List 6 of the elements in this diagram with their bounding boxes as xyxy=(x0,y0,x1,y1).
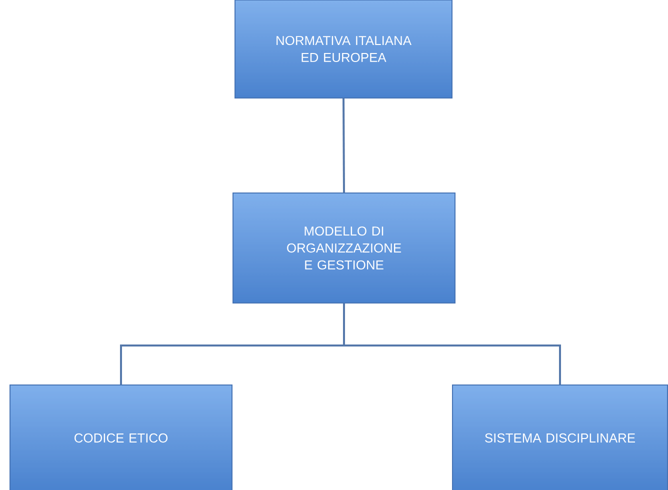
connector-line xyxy=(342,98,345,192)
process-box: CODICE ETICO xyxy=(10,384,232,490)
process-box: MODELLO DI ORGANIZZAZIONE E GESTIONE xyxy=(232,192,456,304)
connector-line xyxy=(343,304,561,384)
process-box: SISTEMA DISCIPLINARE xyxy=(452,384,668,490)
process-box: NORMATIVA ITALIANA ED EUROPEA xyxy=(234,0,452,98)
